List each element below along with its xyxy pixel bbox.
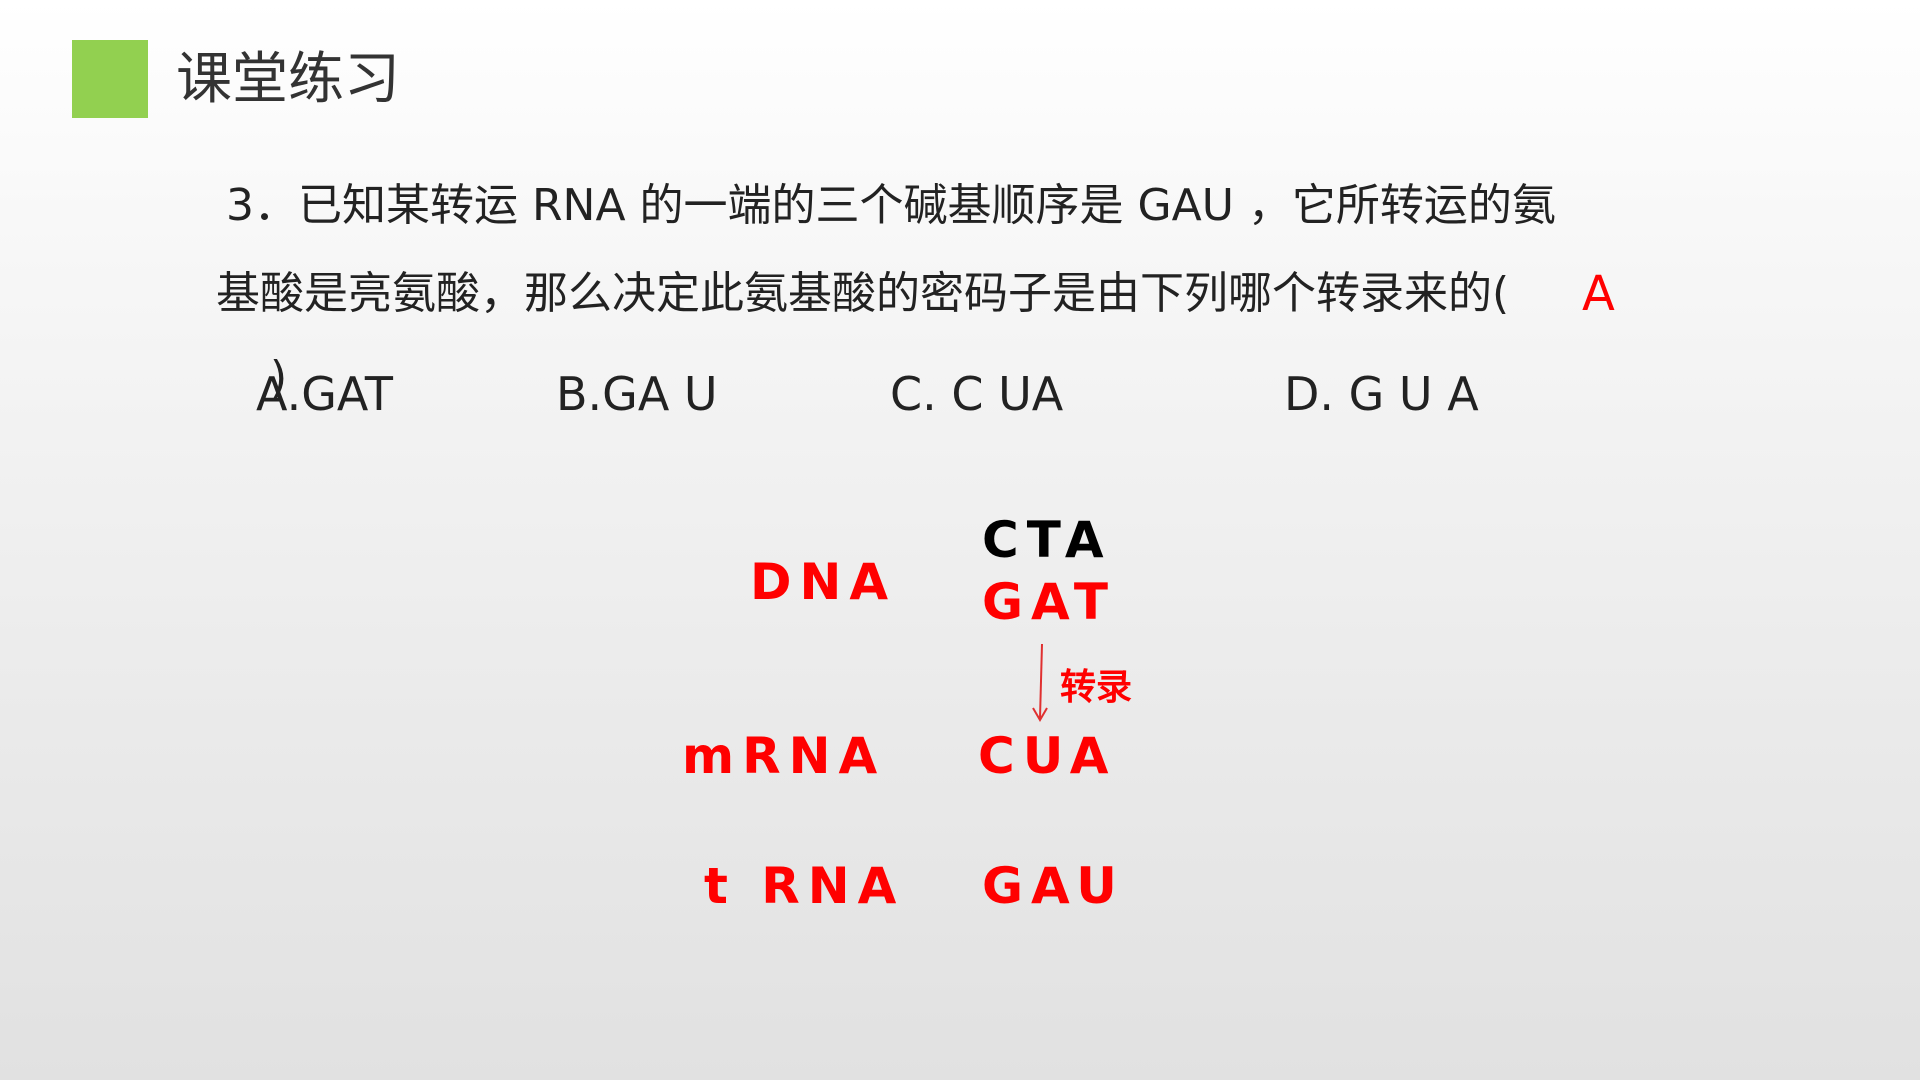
question-line-1: 3．已知某转运 RNA 的一端的三个碱基顺序是 GAU ，它所转运的氨 bbox=[226, 180, 1556, 231]
mrna-sequence: CUA bbox=[978, 727, 1117, 785]
answer-mark: A bbox=[1582, 266, 1615, 322]
option-c: C. C UA bbox=[890, 367, 1064, 421]
slide-title: 课堂练习 bbox=[176, 47, 400, 112]
trna-sequence: GAU bbox=[982, 857, 1125, 915]
option-d: D. G U A bbox=[1284, 367, 1479, 421]
dna-template-strand: CTA bbox=[982, 511, 1112, 569]
title-accent-square bbox=[72, 40, 148, 118]
trna-label: t RNA bbox=[704, 857, 905, 915]
mrna-label: mRNA bbox=[682, 727, 886, 785]
option-a: A.GAT bbox=[256, 367, 393, 421]
question-closing-paren: ) bbox=[270, 352, 288, 403]
option-b: B.GA U bbox=[556, 367, 718, 421]
dna-label: DNA bbox=[750, 553, 897, 611]
dna-coding-strand: GAT bbox=[982, 573, 1116, 631]
transcription-label: 转录 bbox=[1060, 667, 1133, 708]
transcription-arrow-icon bbox=[1032, 643, 1048, 722]
question-line-2: 基酸是亮氨酸，那么决定此氨基酸的密码子是由下列哪个转录来的( bbox=[216, 268, 1510, 319]
